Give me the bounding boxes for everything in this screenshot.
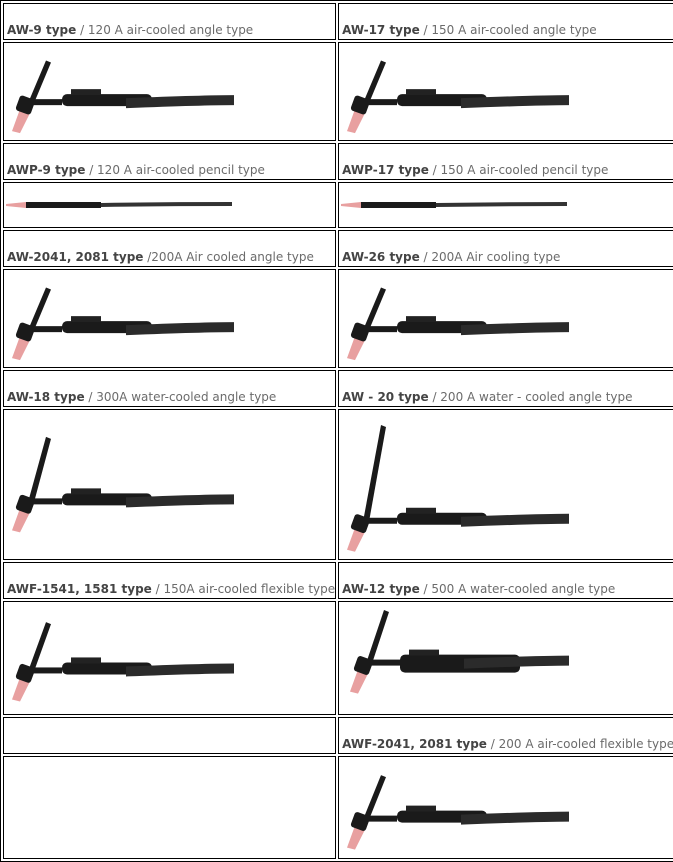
model-name: AW - 20 type (342, 390, 429, 404)
product-title-cell: AW-12 type / 500 A water-cooled angle ty… (338, 562, 673, 599)
model-name: AW-2041, 2081 type (7, 250, 144, 264)
image-row (3, 42, 673, 141)
product-title-cell: AWP-9 type / 120 A air-cooled pencil typ… (3, 143, 337, 180)
angle-torch-image (347, 60, 570, 134)
image-row (3, 756, 673, 859)
model-name: AWP-9 type (7, 163, 86, 177)
model-name: AWF-1541, 1581 type (7, 582, 152, 596)
title-row: AW-2041, 2081 type /200A Air cooled angl… (3, 230, 673, 267)
model-name: AWP-17 type (342, 163, 429, 177)
angle-torch-image (347, 287, 570, 361)
model-description: / 300A water-cooled angle type (84, 390, 277, 404)
model-description: / 150 A air-cooled angle type (419, 23, 597, 37)
angle-torch-image (12, 436, 234, 533)
image-row (3, 182, 673, 228)
image-row (3, 409, 673, 560)
title-row: AWF-2041, 2081 type / 200 A air-cooled f… (3, 717, 673, 754)
product-image-cell (338, 182, 673, 228)
product-title-cell (3, 717, 337, 754)
angle-torch-image (347, 425, 570, 552)
model-description: / 150A air-cooled flexible type (151, 582, 336, 596)
model-description: / 150 A air-cooled pencil type (428, 163, 609, 177)
product-title-cell: AW - 20 type / 200 A water - cooled angl… (338, 370, 673, 407)
model-name: AW-18 type (7, 390, 85, 404)
model-description: / 120 A air-cooled angle type (76, 23, 254, 37)
model-name: AW-9 type (7, 23, 77, 37)
product-title-cell: AW-26 type / 200A Air cooling type (338, 230, 673, 267)
product-image-cell (3, 42, 337, 141)
model-description: / 200A Air cooling type (419, 250, 561, 264)
model-name: AW-26 type (342, 250, 420, 264)
product-image-cell (338, 269, 673, 368)
image-row (3, 269, 673, 368)
product-title-cell: AW-18 type / 300A water-cooled angle typ… (3, 370, 337, 407)
product-title-cell: AW-9 type / 120 A air-cooled angle type (3, 3, 337, 40)
title-row: AWF-1541, 1581 type / 150A air-cooled fl… (3, 562, 673, 599)
product-title-cell: AWF-2041, 2081 type / 200 A air-cooled f… (338, 717, 673, 754)
title-row: AWP-9 type / 120 A air-cooled pencil typ… (3, 143, 673, 180)
angle-torch-image (12, 287, 234, 361)
product-image-cell (338, 756, 673, 859)
angle-torch-image (350, 610, 570, 694)
model-name: AWF-2041, 2081 type (342, 737, 487, 751)
product-image-cell (3, 182, 337, 228)
angle-torch-image (347, 775, 570, 850)
angle-torch-image (12, 60, 234, 134)
product-image-cell (338, 42, 673, 141)
model-description: / 120 A air-cooled pencil type (85, 163, 265, 177)
product-image-cell (338, 601, 673, 715)
product-title-cell: AW-17 type / 150 A air-cooled angle type (338, 3, 673, 40)
pencil-torch-image (6, 202, 232, 208)
product-image-cell (3, 601, 337, 715)
angle-torch-image (12, 622, 234, 702)
model-description: / 200 A water - cooled angle type (428, 390, 633, 404)
model-description: /200A Air cooled angle type (143, 250, 314, 264)
product-title-cell: AW-2041, 2081 type /200A Air cooled angl… (3, 230, 337, 267)
product-image-cell (338, 409, 673, 560)
product-image-cell (3, 756, 337, 859)
model-name: AW-17 type (342, 23, 420, 37)
pencil-torch-image (341, 202, 568, 208)
product-title-cell: AWF-1541, 1581 type / 150A air-cooled fl… (3, 562, 337, 599)
image-row (3, 601, 673, 715)
model-description: / 200 A air-cooled flexible type (486, 737, 673, 751)
model-description: / 500 A water-cooled angle type (419, 582, 616, 596)
product-title-cell: AWP-17 type / 150 A air-cooled pencil ty… (338, 143, 673, 180)
model-name: AW-12 type (342, 582, 420, 596)
product-image-cell (3, 269, 337, 368)
title-row: AW-18 type / 300A water-cooled angle typ… (3, 370, 673, 407)
product-image-cell (3, 409, 337, 560)
